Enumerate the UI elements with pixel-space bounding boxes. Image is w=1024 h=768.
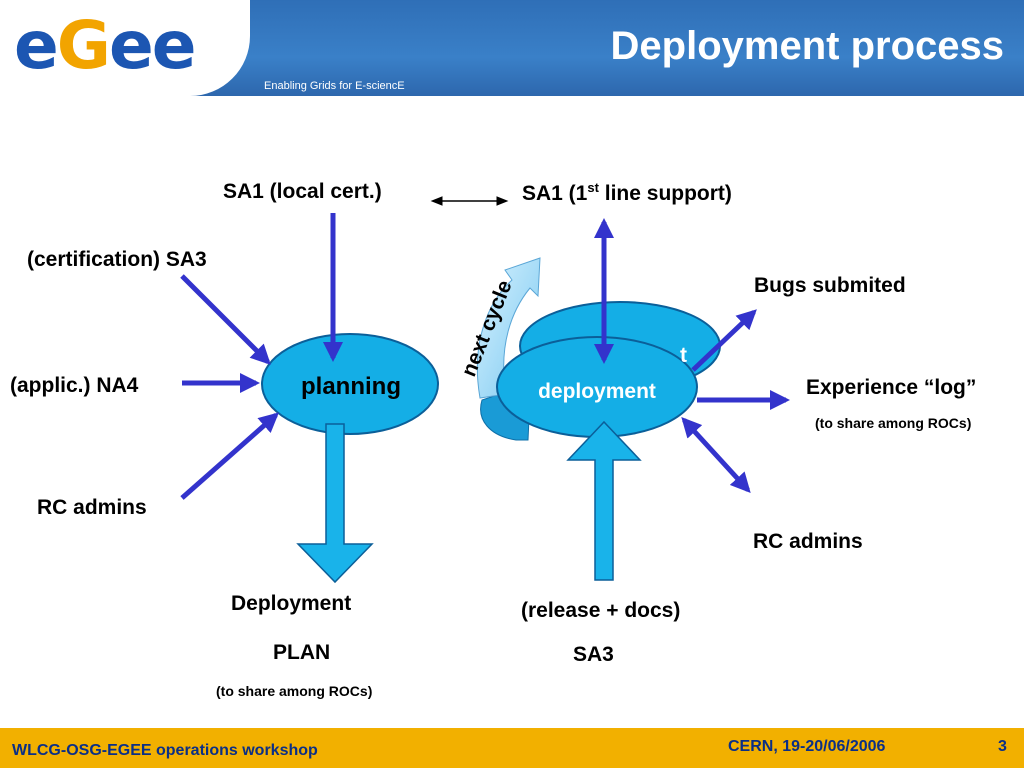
back-ellipse-label: t — [680, 344, 687, 367]
share-right-label: (to share among ROCs) — [815, 415, 972, 431]
sa1-first-sup: st — [587, 180, 599, 195]
share-left-label: (to share among ROCs) — [216, 683, 373, 699]
sa1-first-prefix: SA1 (1 — [522, 182, 588, 205]
logo-g: G — [56, 7, 111, 84]
certification-sa3-label: (certification) SA3 — [27, 248, 207, 271]
certification-to-planning-line — [180, 274, 271, 365]
page-title: Deployment process — [610, 24, 1004, 68]
footer-workshop: WLCG-OSG-EGEE operations workshop — [12, 742, 318, 759]
plan-output-arrow — [296, 423, 374, 584]
deployment-plan-line1: Deployment — [231, 592, 352, 615]
planning-label: planning — [301, 373, 401, 400]
sa1-first-line-label: SA1 (1st line support) — [522, 180, 732, 206]
rc-admins-right-label: RC admins — [753, 530, 863, 553]
release-docs-label: (release + docs) — [521, 599, 681, 622]
experience-log-label: Experience “log” — [806, 376, 977, 399]
footer-date: CERN, 19-20/06/2006 — [728, 738, 886, 755]
deployment-to-bugs-line — [691, 309, 757, 372]
logo-box: eGee — [0, 0, 250, 96]
egee-logo: eGee — [14, 6, 197, 86]
tagline: Enabling Grids for E-sciencE — [264, 80, 405, 92]
next-cycle-arrow — [476, 257, 541, 399]
footer-bar: WLCG-OSG-EGEE operations workshop CERN, … — [0, 728, 1024, 768]
release-input-arrow — [566, 420, 642, 581]
logo-ee: ee — [108, 7, 197, 84]
deployment-plan-line2: PLAN — [273, 641, 331, 664]
sa1-local-label: SA1 (local cert.) — [223, 180, 382, 203]
sa3-bottom-label: SA3 — [573, 643, 614, 666]
rc-admins-left-label: RC admins — [37, 496, 147, 519]
bugs-submited-label: Bugs submited — [754, 274, 906, 297]
rcadmins-to-planning-line — [180, 412, 279, 500]
header-bar: eGee Deployment process Enabling Grids f… — [0, 0, 1024, 96]
deployment-rcadmins-line — [681, 417, 751, 493]
deployment-label: deployment — [538, 380, 656, 403]
page-number: 3 — [998, 738, 1007, 755]
logo-e: e — [14, 7, 59, 84]
planning-ellipse — [261, 333, 439, 435]
sa1-first-suffix: line support) — [598, 182, 732, 205]
applic-na4-label: (applic.) NA4 — [10, 374, 139, 397]
